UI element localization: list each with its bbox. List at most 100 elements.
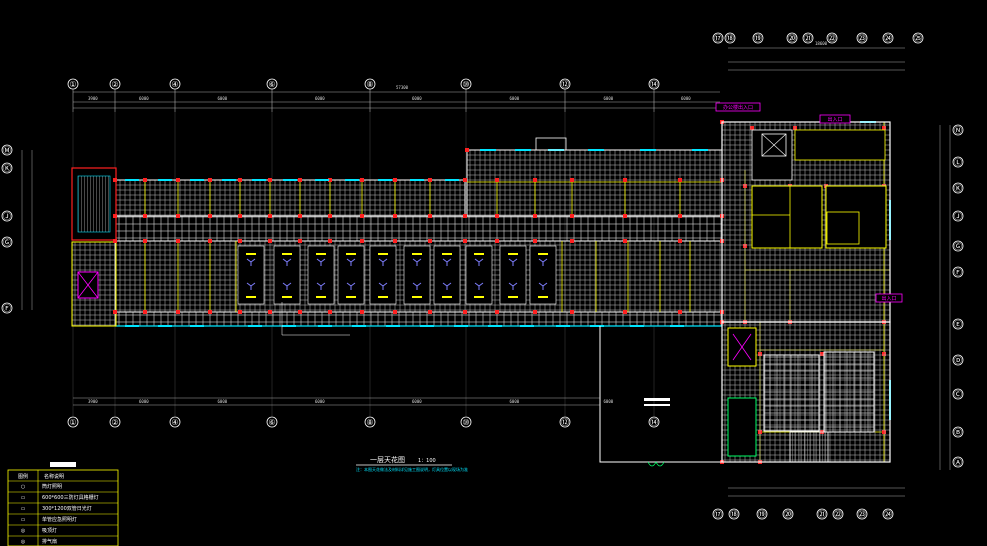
column-mark	[176, 214, 180, 218]
exhaust-fan-icon	[412, 258, 422, 266]
axis-right-10-label: Ⓐ	[954, 458, 962, 467]
column-mark	[360, 239, 364, 243]
axis-right-bottom-5-label: ㉒	[834, 510, 842, 519]
axis-right-top-6: ㉓	[856, 32, 868, 44]
right-wing	[721, 121, 891, 463]
column-mark	[495, 310, 499, 314]
top-seg-1: 6000	[139, 96, 149, 101]
column-mark	[463, 178, 467, 182]
exhaust-fan-icon	[508, 282, 518, 290]
column-mark	[465, 148, 469, 152]
column-mark	[570, 310, 574, 314]
axis-left-2: Ⓙ	[1, 210, 13, 222]
exhaust-fan-icon	[378, 282, 388, 290]
axis-right-bottom-1-label: ⑱	[730, 510, 738, 519]
axis-right-10: Ⓐ	[952, 456, 964, 468]
column-mark	[495, 239, 499, 243]
axis-right-2: Ⓚ	[952, 182, 964, 194]
column-mark	[393, 214, 397, 218]
axis-right-bottom-2: ⑲	[756, 508, 768, 520]
axis-left-2-label: Ⓙ	[3, 212, 11, 221]
column-mark	[113, 239, 117, 243]
axis-right-bottom-3-label: ⑳	[784, 510, 792, 519]
column-mark	[533, 178, 537, 182]
top-seg-5: 6000	[510, 96, 520, 101]
exhaust-fan-icon	[282, 258, 292, 266]
legend-symbol-5: ◎	[21, 539, 26, 545]
column-mark	[623, 239, 627, 243]
axis-right-top-7-label: ㉔	[884, 34, 892, 43]
column-mark	[495, 178, 499, 182]
column-mark	[623, 214, 627, 218]
column-mark	[393, 239, 397, 243]
axis-left-3-label: Ⓖ	[3, 238, 11, 247]
column-mark	[176, 178, 180, 182]
axis-bottom-7: ⑭	[648, 416, 660, 428]
axis-top-3-label: ⑥	[268, 80, 275, 89]
axis-top-1: ②	[109, 78, 121, 90]
column-mark	[238, 310, 242, 314]
legend-header-symbol: 图例	[18, 473, 28, 480]
column-mark	[143, 239, 147, 243]
column-mark	[176, 239, 180, 243]
axis-right-bottom-7-label: ㉔	[884, 510, 892, 519]
axis-top-6: ⑫	[559, 78, 571, 90]
column-mark	[268, 239, 272, 243]
axis-top-3: ⑥	[266, 78, 278, 90]
exhaust-fan-icon	[346, 282, 356, 290]
exhaust-fan-icon	[538, 258, 548, 266]
column-mark	[533, 239, 537, 243]
legend-text-3: 单管应急照明灯	[42, 516, 77, 523]
column-mark	[238, 214, 242, 218]
legend-table: ○筒灯照明▭600*600三防灯具格栅灯▭300*1200双管日光灯▭单管应急照…	[7, 462, 119, 546]
column-mark	[208, 214, 212, 218]
axis-right-bottom-2-label: ⑲	[758, 510, 766, 519]
axis-right-0: Ⓝ	[952, 124, 964, 136]
axis-right-7-label: Ⓓ	[954, 356, 962, 365]
axis-left-0-label: Ⓜ	[3, 146, 11, 155]
axis-right-top-2-label: ⑲	[754, 34, 762, 43]
column-mark	[428, 239, 432, 243]
drawing-scale: 1：100	[418, 458, 436, 464]
drawing-title: 一层天花图	[370, 455, 405, 464]
axis-bottom-3-label: ⑥	[268, 418, 275, 427]
column-mark	[360, 214, 364, 218]
column-mark	[678, 310, 682, 314]
axis-right-4: Ⓖ	[952, 240, 964, 252]
axis-right-bottom-4: ㉑	[816, 508, 828, 520]
column-mark	[238, 178, 242, 182]
column-mark	[113, 178, 117, 182]
axis-right-bottom-6: ㉓	[856, 508, 868, 520]
axis-bottom-4-label: ⑧	[366, 418, 373, 427]
column-mark	[495, 214, 499, 218]
axis-right-5: Ⓕ	[952, 266, 964, 278]
exhaust-fan-icon	[474, 282, 484, 290]
axis-bottom-5-label: ⑩	[462, 418, 469, 427]
axis-right-top-1: ⑱	[724, 32, 736, 44]
axis-right-bottom-0: ⑰	[712, 508, 724, 520]
axis-right-1: Ⓛ	[952, 156, 964, 168]
axis-right-bottom-6-label: ㉓	[858, 510, 866, 519]
axis-right-3-label: Ⓙ	[954, 212, 962, 221]
axis-right-4-label: Ⓖ	[954, 242, 962, 251]
fan-room	[499, 245, 527, 305]
column-mark	[570, 178, 574, 182]
axis-right-1-label: Ⓛ	[954, 158, 962, 167]
column-mark	[143, 178, 147, 182]
axis-right-top-8-label: ㉕	[914, 34, 922, 43]
column-mark	[268, 214, 272, 218]
axis-right-5-label: Ⓕ	[954, 268, 962, 277]
column-mark	[298, 310, 302, 314]
axis-right-7: Ⓓ	[952, 354, 964, 366]
drawing-title-block: 一层天花图 1：100 注：本图天花做法及材料详见施工图说明，灯具位置以现场为准	[356, 455, 468, 472]
axis-right-top-0-label: ⑰	[714, 34, 722, 43]
axis-right-top-8: ㉕	[912, 32, 924, 44]
axis-top-0-label: ①	[69, 80, 76, 89]
top-seg-4: 6000	[412, 96, 422, 101]
top-seg-7: 6000	[681, 96, 691, 101]
column-mark	[298, 178, 302, 182]
axis-bottom-7-label: ⑭	[650, 418, 658, 427]
